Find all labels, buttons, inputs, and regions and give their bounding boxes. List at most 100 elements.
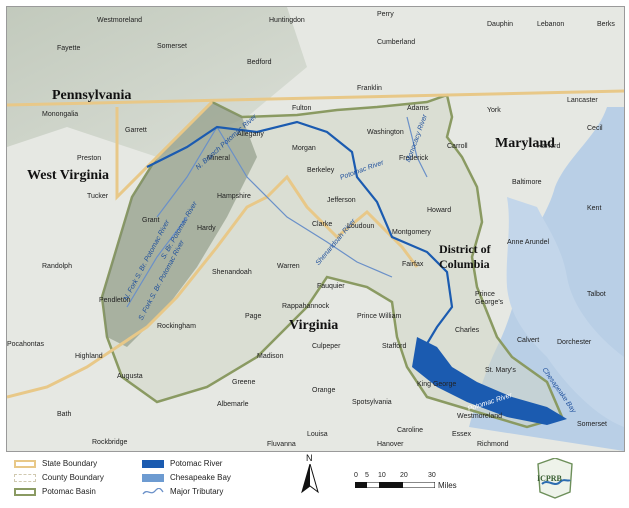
scale-tick: 30	[428, 472, 436, 479]
county-label: Rappahannock	[282, 303, 330, 310]
scale-tick: 10	[378, 472, 386, 479]
county-label: Montgomery	[392, 229, 431, 236]
map-canvas[interactable]	[7, 7, 624, 451]
county-label: George's	[475, 299, 504, 306]
state-label-dc-2: Columbia	[439, 257, 490, 271]
tributary-monocacy	[406, 116, 428, 178]
county-label: Fauquier	[317, 283, 345, 290]
county-label: Preston	[77, 155, 102, 162]
county-label: Madison	[257, 353, 284, 360]
county-label: Essex	[452, 431, 472, 438]
tributary-south-branch	[156, 126, 218, 218]
county-label: Monongalia	[42, 111, 79, 118]
county-label: Dorchester	[557, 339, 592, 346]
county-label: Grant	[142, 217, 160, 224]
county-label: Allegany	[237, 131, 264, 138]
north-arrow-icon	[301, 464, 319, 494]
potomac-river-swatch	[142, 459, 164, 468]
county-label: Bedford	[247, 59, 272, 66]
county-label: Highland	[75, 353, 103, 360]
county-label: Hardy	[197, 225, 216, 232]
county-label: Augusta	[117, 373, 143, 380]
county-label: Calvert	[517, 337, 540, 344]
county-label: Fairfax	[402, 261, 424, 268]
scale-unit-label: Miles	[438, 481, 457, 490]
chesapeake-bay-swatch	[142, 473, 164, 482]
county-label: Fulton	[292, 105, 312, 112]
county-label: Frederick	[399, 155, 429, 162]
tributary-swatch	[142, 487, 164, 494]
state-label-va: Virginia	[289, 318, 339, 333]
county-label: Shenandoah	[212, 269, 252, 276]
county-label: Richmond	[477, 441, 509, 448]
county-label: Westmoreland	[457, 413, 503, 420]
logo-text: ICPRB	[537, 474, 562, 483]
county-label: Warren	[277, 263, 300, 270]
county-label: Fluvanna	[267, 441, 296, 448]
county-label: Baltimore	[512, 179, 542, 186]
county-label: Carroll	[447, 143, 468, 150]
county-label: Howard	[427, 207, 452, 214]
county-label: Berkeley	[307, 167, 335, 174]
county-label: Dauphin	[487, 21, 514, 28]
legend-item-potomac-basin: Potomac Basin	[14, 487, 96, 496]
legend-item-potomac-river: Potomac River	[142, 459, 222, 468]
county-label: Kent	[587, 205, 602, 212]
pa-boundary	[7, 89, 624, 107]
county-label: Lebanon	[537, 21, 565, 28]
county-label: Pocahontas	[7, 341, 44, 348]
county-label: Somerset	[577, 421, 607, 428]
legend-item-chesapeake-bay: Chesapeake Bay	[142, 473, 231, 482]
scale-tick: 0	[354, 472, 358, 479]
va-wv-boundary	[116, 174, 419, 349]
county-label: Talbot	[587, 291, 606, 298]
county-label: Washington	[367, 129, 404, 136]
county-label: Prince	[475, 291, 495, 298]
county-label: Page	[245, 313, 262, 320]
county-label: Garrett	[125, 127, 147, 134]
county-label: Caroline	[397, 427, 424, 434]
county-boundary-swatch	[14, 473, 36, 482]
county-label: Culpeper	[312, 343, 341, 350]
scale-bar	[355, 482, 435, 488]
county-label: Anne Arundel	[507, 239, 550, 246]
legend-item-county-boundary: County Boundary	[14, 473, 104, 482]
county-label: King George	[417, 381, 457, 388]
county-label: Morgan	[292, 145, 316, 152]
county-label: Orange	[312, 387, 336, 394]
map-frame[interactable]: Pennsylvania Maryland West Virginia Virg…	[6, 6, 625, 452]
county-label: Berks	[597, 21, 615, 28]
potomac-basin-swatch	[14, 487, 36, 496]
va-south-boundary	[7, 345, 118, 399]
north-label: N	[306, 453, 313, 463]
county-label: Tucker	[87, 193, 109, 200]
county-label: Huntingdon	[269, 17, 305, 24]
county-label: Loudoun	[347, 223, 375, 230]
state-boundary-swatch	[14, 459, 36, 468]
county-label: Louisa	[307, 431, 328, 438]
state-label-md: Maryland	[495, 136, 555, 151]
legend-item-state-boundary: State Boundary	[14, 459, 97, 468]
county-label: Stafford	[382, 343, 407, 350]
county-label: Jefferson	[327, 197, 356, 204]
county-label: Hampshire	[217, 193, 251, 200]
potomac-estuary	[412, 337, 567, 425]
county-label: Franklin	[357, 85, 382, 92]
county-label: Perry	[377, 11, 394, 18]
county-label: Adams	[407, 105, 429, 112]
county-label: Hanover	[377, 441, 404, 448]
state-label-wv: West Virginia	[27, 168, 110, 183]
tributary-south-fork	[126, 216, 188, 308]
state-label-dc-1: District of	[439, 242, 491, 256]
county-label: Somerset	[157, 43, 187, 50]
md-wv-boundary	[115, 100, 214, 201]
county-label: Fayette	[57, 45, 81, 52]
legend-item-major-tributary: Major Tributary	[142, 487, 223, 496]
county-label: Lancaster	[567, 97, 598, 104]
county-label: Randolph	[42, 263, 72, 270]
county-label: St. Mary's	[485, 367, 516, 374]
tributary-shenandoah	[216, 126, 393, 278]
county-label: Greene	[232, 379, 256, 386]
county-label: Mineral	[207, 155, 230, 162]
county-label: Rockbridge	[92, 439, 128, 446]
